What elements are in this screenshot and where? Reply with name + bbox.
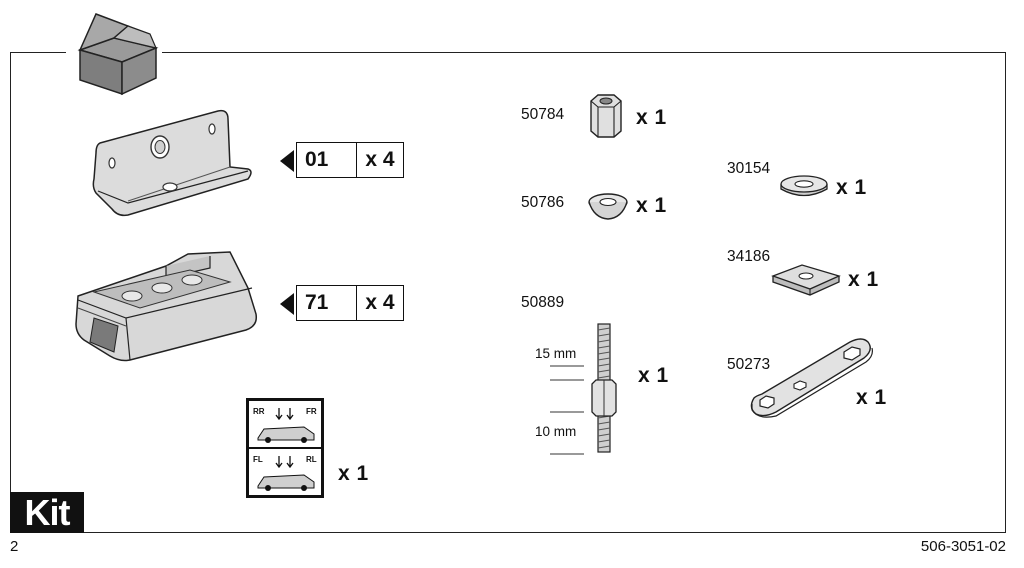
- stud-part-number: 50889: [521, 294, 565, 311]
- cup-washer-icon: [588, 193, 628, 220]
- document-id: 506-3051-02: [920, 538, 1006, 555]
- wrench-icon: [750, 338, 873, 418]
- box-icon: [66, 8, 162, 98]
- stud-dim-top: 15 mm: [535, 346, 577, 361]
- sticker-label-fl: FL: [253, 455, 263, 464]
- part-tag-foot: 71 x 4: [296, 285, 404, 321]
- kit-section-badge: Kit: [10, 492, 84, 533]
- foot-pad-icon: [75, 251, 258, 362]
- wrench-part-number: 50273: [727, 356, 771, 373]
- sticker-label-rl: RL: [306, 455, 317, 464]
- cup-washer-part-number: 50786: [521, 194, 565, 211]
- square-washer-qty: x 1: [848, 268, 879, 291]
- wrench-qty: x 1: [856, 386, 887, 409]
- bracket-code: 01: [297, 143, 357, 177]
- tag-pointer-icon: [280, 150, 294, 172]
- square-washer-icon: [771, 264, 841, 296]
- washer-part-number: 30154: [727, 160, 771, 177]
- foot-qty: x 4: [365, 291, 395, 314]
- foot-code: 71: [297, 286, 357, 320]
- flat-washer-icon: [780, 175, 828, 197]
- position-sticker-icon: RR FR FL RL: [246, 398, 324, 498]
- nut-part-number: 50784: [521, 106, 565, 123]
- sticker-qty: x 1: [338, 462, 369, 485]
- bracket-qty: x 4: [365, 148, 395, 171]
- part-tag-bracket: 01 x 4: [296, 142, 404, 178]
- nut-qty: x 1: [636, 106, 667, 129]
- sticker-label-rr: RR: [253, 407, 265, 416]
- tag-pointer-icon: [280, 293, 294, 315]
- bracket-icon: [92, 109, 252, 217]
- hex-nut-icon: [590, 94, 622, 138]
- washer-qty: x 1: [836, 176, 867, 199]
- threaded-stud-icon: [550, 323, 617, 455]
- cup-washer-qty: x 1: [636, 194, 667, 217]
- stud-dim-bottom: 10 mm: [535, 424, 577, 439]
- kit-frame: [10, 52, 1006, 533]
- page-number: 2: [10, 538, 19, 555]
- square-washer-part-number: 34186: [727, 248, 771, 265]
- sticker-label-fr: FR: [306, 407, 317, 416]
- stud-qty: x 1: [638, 364, 669, 387]
